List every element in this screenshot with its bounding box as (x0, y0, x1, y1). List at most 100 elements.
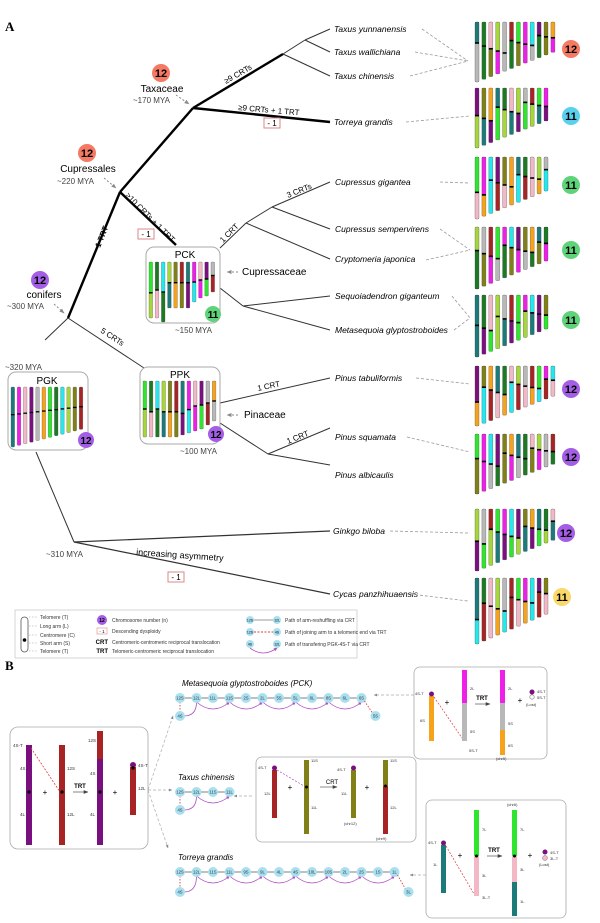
branch-label-1trt: 1 TRT (94, 225, 111, 249)
centromere-icon (495, 106, 500, 109)
svg-text:6L: 6L (343, 696, 348, 701)
svg-text:- 1: - 1 (171, 573, 181, 582)
legend-dysploidy-icon (96, 627, 108, 635)
path-node: 11S (224, 693, 235, 703)
centromere-icon (475, 324, 479, 327)
path-node: 11L (224, 787, 235, 797)
centromere-icon (509, 246, 514, 249)
badge-value: 12 (80, 436, 92, 447)
branch-label-crt1-tabuliformis: 1 CRT (257, 379, 281, 393)
legend-trt-abbr: TRT (96, 649, 108, 655)
chromosome (198, 261, 203, 299)
chromosome (543, 156, 549, 192)
branch-label-crt1-squamata: 1 CRT (285, 429, 310, 446)
svg-text:11L: 11L (226, 870, 233, 875)
legend-telomere-bottom: Telomere (T) (40, 649, 69, 655)
svg-text:11S: 11S (209, 790, 216, 795)
centromere-icon (475, 249, 479, 252)
chromosome (148, 261, 153, 319)
centromere-icon (29, 411, 34, 414)
centromere-icon (161, 291, 165, 293)
chromosome (142, 380, 147, 438)
svg-text:11L: 11L (226, 790, 233, 795)
chromosome (536, 508, 542, 547)
svg-text:12S: 12S (67, 766, 75, 771)
svg-text:4S: 4S (177, 890, 182, 895)
path-node: 10S (323, 867, 334, 877)
svg-text:(chr6): (chr6) (507, 802, 518, 807)
svg-text:5S: 5S (508, 721, 513, 726)
legend-short-arm: Short arm (S) (40, 641, 70, 647)
svg-text:12S: 12S (176, 696, 184, 701)
centromere-icon (537, 104, 542, 107)
centromere-icon (35, 411, 40, 413)
karyotype-5: 12 (474, 365, 580, 427)
branch-conifers-cupressales (66, 191, 122, 319)
centromere-icon (212, 400, 216, 402)
centromere-icon (502, 393, 507, 396)
svg-text:1L: 1L (392, 870, 397, 875)
path-title-metasequoia: Metasequoia glyptostroboides (PCK) (182, 679, 313, 688)
panel-b-connectors (147, 693, 426, 877)
chromosome (502, 577, 507, 633)
svg-text:(Lost): (Lost) (539, 862, 550, 867)
centromere-icon (206, 402, 210, 404)
path-node: 10L (307, 867, 317, 877)
box-age: ~100 MYA (180, 447, 218, 456)
centromere-icon (516, 41, 521, 44)
centromere-icon (509, 535, 514, 538)
node-age: ~220 MYA (57, 177, 95, 186)
svg-text:6S: 6S (359, 696, 364, 701)
svg-text:2L: 2L (470, 686, 475, 691)
centromere-icon (475, 114, 479, 117)
legend-box (14, 609, 358, 659)
centromere-icon (550, 379, 555, 382)
chromosome (516, 87, 521, 132)
node-taxaceae: 12 Taxaceae ~170 MYA (133, 64, 190, 105)
svg-text:4S: 4S (177, 714, 182, 719)
chromosome-number-badge (562, 107, 580, 125)
chromosome (523, 365, 528, 408)
chromosome (495, 365, 500, 419)
svg-text:4L: 4L (277, 870, 282, 875)
chromosome (530, 21, 535, 61)
svg-text:4S-T: 4S-T (337, 767, 346, 772)
chromosome (530, 87, 535, 127)
badge-value: 12 (565, 452, 577, 464)
path-node: 11S (208, 787, 218, 797)
karyotype-6: 12 (474, 433, 580, 495)
centromere-icon (550, 36, 555, 39)
centromere-icon (509, 110, 514, 113)
centromere-icon (155, 408, 160, 410)
svg-text:4S-T: 4S-T (428, 840, 437, 845)
chromosome-recombined-bottom (97, 759, 103, 845)
centromere-icon (502, 610, 507, 612)
svg-text:11L: 11L (341, 791, 348, 796)
centromere-icon (495, 181, 500, 184)
chromosome (481, 87, 487, 146)
svg-text:1L: 1L (520, 899, 525, 904)
centromere-icon (509, 185, 514, 188)
centromere-icon (509, 320, 514, 322)
ancestral-karyotype-pck: PCK 11 ~150 MYA Cupressaceae (145, 246, 307, 335)
centromere-icon (550, 450, 555, 453)
karyotype-3: 11 (474, 226, 580, 290)
legend-path-transfer-text: Path of transfering PGK-4S-T via CRT (285, 642, 370, 648)
chromosome (66, 386, 71, 433)
svg-text:5S-T: 5S-T (469, 748, 478, 753)
centromere-icon (516, 383, 521, 386)
chromosome (530, 294, 535, 335)
centromere-icon (495, 315, 500, 318)
centromere-icon (544, 529, 548, 531)
svg-text:12S: 12S (247, 631, 254, 635)
species-taxus-yunnanensis: Taxus yunnanensis (334, 24, 407, 34)
chromosome (543, 577, 549, 615)
karyotype-0: 12 (474, 21, 580, 83)
centromere-icon (502, 244, 507, 247)
centromere-icon (167, 282, 172, 284)
svg-text:12L: 12L (138, 786, 146, 791)
path-start-node: 4S (175, 887, 185, 897)
centromere-icon (180, 282, 184, 284)
chromosome (488, 156, 493, 214)
branch-cupressus-gigantea (271, 181, 331, 208)
